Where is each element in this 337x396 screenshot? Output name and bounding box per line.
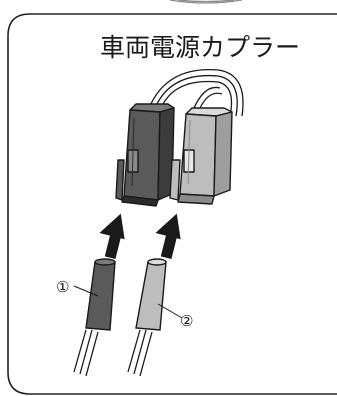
top-curves (169, 0, 243, 4)
harness-wires (73, 329, 153, 377)
callout-2-label: ② (180, 312, 193, 330)
diagram-panel (7, 13, 337, 395)
callout-1-label: ① (56, 278, 69, 296)
coupler-wires (149, 68, 244, 117)
diagram-title: 車両電源カプラー (100, 33, 300, 62)
arrow-1 (99, 213, 125, 260)
callout-1: ① (56, 278, 99, 297)
arrow-2 (155, 213, 181, 260)
light-sleeve (135, 258, 167, 331)
light-coupler (169, 107, 233, 205)
insert-arrows (99, 213, 181, 260)
callout-2: ② (157, 303, 193, 330)
dark-sleeve (85, 258, 116, 331)
